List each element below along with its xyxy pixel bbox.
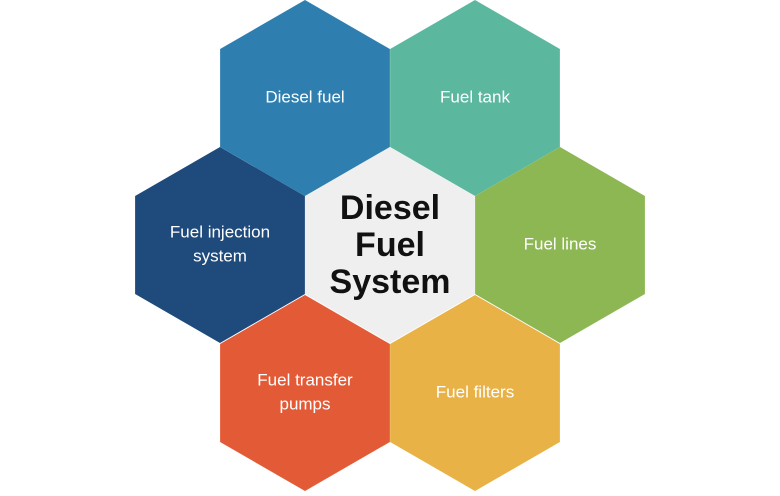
center-title-line-2: Fuel — [355, 226, 425, 264]
label-fuel-injection-system-line-2: system — [193, 246, 247, 265]
label-fuel-transfer-pumps-line-1: Fuel transfer — [257, 370, 353, 389]
label-fuel-tank-line-1: Fuel tank — [440, 87, 510, 106]
label-fuel-injection-system-line-1: Fuel injection — [170, 222, 270, 241]
hex-fuel-lines — [475, 147, 645, 343]
hex-center — [305, 147, 475, 343]
hex-diesel-fuel — [220, 0, 390, 196]
center-title-line-1: Diesel — [340, 189, 440, 227]
label-fuel-lines-line-1: Fuel lines — [524, 234, 597, 253]
hex-fuel-tank — [390, 0, 560, 196]
center-title-line-3: System — [330, 263, 451, 301]
hex-fuel-injection-system — [135, 147, 305, 343]
hex-fuel-filters — [390, 295, 560, 491]
hex-fuel-transfer-pumps — [220, 295, 390, 491]
label-fuel-transfer-pumps-line-2: pumps — [279, 394, 330, 413]
label-diesel-fuel-line-1: Diesel fuel — [265, 87, 344, 106]
label-fuel-filters-line-1: Fuel filters — [436, 382, 514, 401]
